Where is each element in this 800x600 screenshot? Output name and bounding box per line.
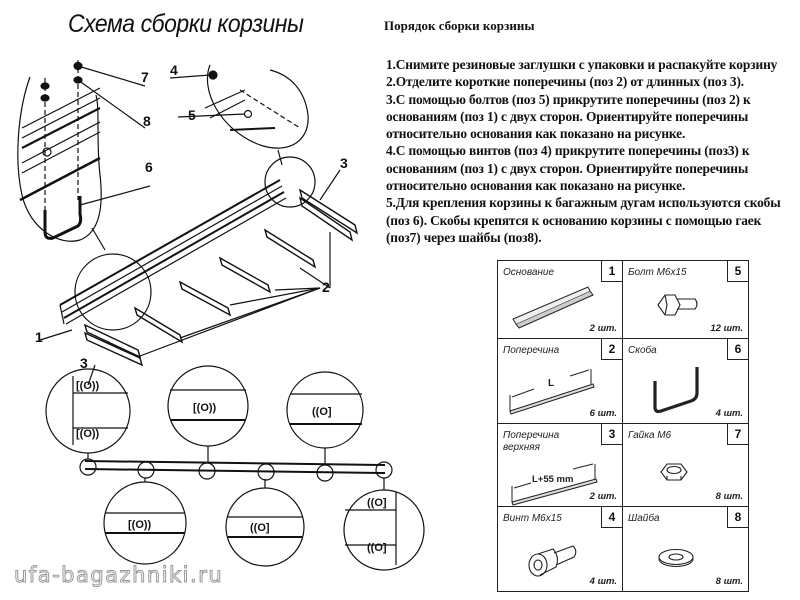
part-quantity: 4 шт.	[715, 408, 743, 419]
part-quantity: 6 шт.	[589, 408, 617, 419]
page-title: Схема сборки корзины	[68, 10, 304, 38]
part-number: 2	[601, 338, 623, 360]
part-name: Основание	[503, 267, 555, 278]
top-view-rail	[79, 458, 393, 482]
detail-balloon-bolt	[169, 64, 309, 166]
watermark: ufa-bagazhniki.ru	[13, 563, 224, 588]
part-quantity: 12 шт.	[710, 323, 743, 334]
detail-circles: [(O)) [(O)) [(O)) ((O] [(O)) ((O] ((O] (…	[45, 365, 425, 571]
callout-6: 6	[145, 159, 153, 175]
hex-nut-icon	[660, 463, 688, 481]
instruction-line: (поз7) через шайбы (поз8).	[386, 229, 542, 245]
instruction-line: 5.Для крепления корзины к багажным дугам…	[386, 195, 781, 211]
part-bolt: Болт М6х15 5 12 шт.	[623, 260, 749, 339]
basket-frame	[39, 156, 359, 386]
part-quantity: 8 шт.	[715, 491, 743, 502]
instruction-line: относительно основания как показано на р…	[386, 126, 686, 142]
instruction-line: 3.С помощью болтов (поз 5) прикрутите по…	[386, 91, 751, 107]
svg-text:((O]: ((O]	[367, 497, 387, 509]
washer-icon	[658, 548, 694, 568]
part-number: 6	[727, 338, 749, 360]
instruction-line: основаниям (поз 1) с двух сторон. Ориент…	[386, 108, 749, 124]
instruction-line: (поз 6). Скобы крепятся к основанию корз…	[386, 212, 762, 228]
part-base: Основание 1 2 шт.	[498, 260, 623, 339]
part-washer: Шайба 8 8 шт.	[623, 506, 749, 591]
part-number: 8	[727, 506, 749, 528]
instruction-line: 4.С помощью винтов (поз 4) прикрутите по…	[386, 143, 750, 159]
part-crossbar: Поперечина 2 L 6 шт.	[498, 338, 623, 424]
upper-crossbar-icon: L+55 mm	[511, 463, 598, 506]
svg-text:[(O)): [(O))	[76, 428, 100, 440]
hex-bolt-icon	[657, 294, 698, 316]
callout-5: 5	[188, 107, 196, 123]
part-number: 3	[601, 423, 623, 445]
callout-4: 4	[170, 62, 178, 78]
callout-7: 7	[141, 69, 149, 85]
instructions-heading: Порядок сборки корзины	[384, 18, 535, 33]
detail-balloon-bracket	[17, 60, 151, 251]
part-number: 1	[601, 260, 623, 282]
part-name: Поперечина верхняя	[503, 430, 560, 453]
svg-text:((O]: ((O]	[367, 542, 387, 554]
assembly-drawing: 7 8 6 4 5	[17, 60, 425, 571]
part-number: 4	[601, 506, 623, 528]
base-rail-icon	[512, 286, 594, 329]
part-u-bracket: Скоба 6 4 шт.	[623, 338, 749, 424]
svg-text:[(O)): [(O))	[128, 519, 152, 531]
part-name: Гайка М6	[628, 430, 672, 441]
socket-screw-icon	[528, 545, 577, 577]
instruction-line: 1.Снимите резиновые заглушки с упаковки …	[386, 57, 778, 72]
part-number: 5	[727, 260, 749, 282]
part-quantity: 2 шт.	[589, 323, 617, 334]
part-upper-crossbar: Поперечина верхняя 3 L+55 mm 2 шт.	[498, 423, 623, 507]
part-quantity: 2 шт.	[589, 491, 617, 502]
svg-text:L: L	[548, 378, 554, 389]
instruction-line: относительно основания как показано на р…	[386, 178, 686, 194]
svg-text:L+55 mm: L+55 mm	[532, 474, 573, 485]
parts-list: Основание 1 2 шт. Болт М6х15 5 12 шт. По…	[497, 260, 749, 592]
svg-text:((O]: ((O]	[312, 406, 332, 418]
callout-3-bottom: 3	[80, 355, 88, 371]
part-name: Шайба	[628, 513, 660, 524]
part-number: 7	[727, 423, 749, 445]
svg-text:[(O)): [(O))	[76, 380, 100, 392]
svg-text:((O]: ((O]	[250, 522, 270, 534]
part-quantity: 4 шт.	[589, 576, 617, 587]
callout-8: 8	[143, 113, 151, 129]
part-name: Винт М6х15	[503, 513, 562, 524]
svg-text:[(O)): [(O))	[193, 402, 217, 414]
part-name: Скоба	[628, 345, 657, 356]
callout-3-top: 3	[340, 155, 348, 171]
callout-1: 1	[35, 329, 43, 345]
instruction-line: основаниям (поз 1) с двух сторон. Ориент…	[386, 160, 749, 176]
instructions-list: 1.Снимите резиновые заглушки с упаковки …	[386, 56, 798, 246]
crossbar-icon: L	[509, 369, 595, 415]
part-name: Поперечина	[503, 345, 560, 356]
instruction-line: 2.Отделите короткие поперечины (поз 2) о…	[386, 74, 744, 90]
u-bracket-icon	[653, 367, 699, 414]
part-screw: Винт М6х15 4 4 шт.	[498, 506, 623, 591]
part-name: Болт М6х15	[628, 267, 687, 278]
callout-2: 2	[322, 279, 330, 295]
part-quantity: 8 шт.	[715, 576, 743, 587]
part-nut: Гайка М6 7 8 шт.	[623, 423, 749, 507]
